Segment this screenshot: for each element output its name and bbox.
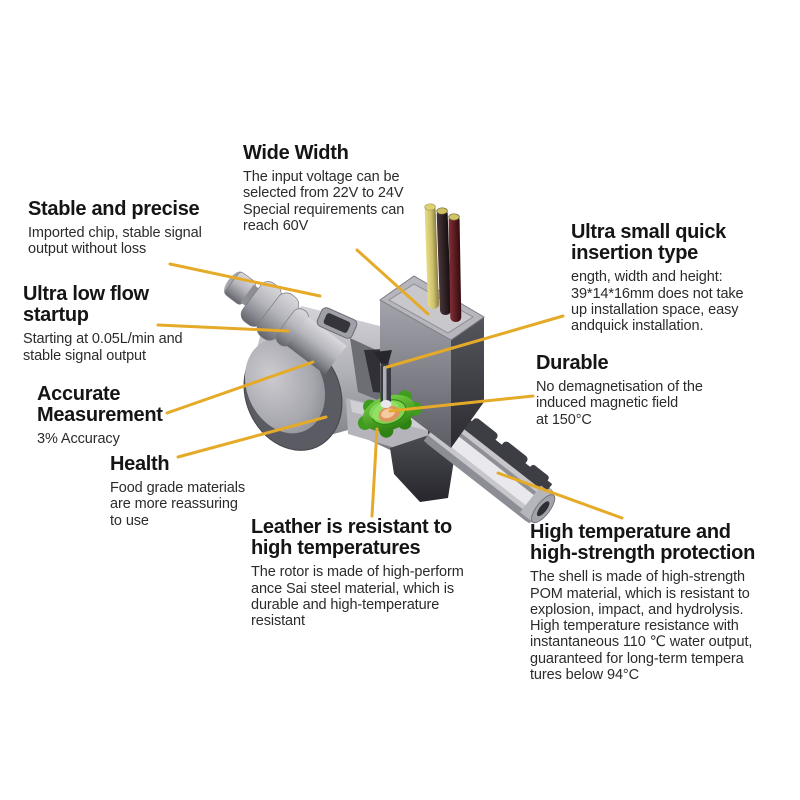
callout-line-wide: [355, 248, 430, 316]
callout-body: The rotor is made of high-perform ance S…: [251, 564, 464, 630]
callout-line-durable: [388, 394, 535, 413]
connector-box-side: [451, 317, 484, 448]
callout-durable: Durable No demagnetisation of the induce…: [536, 352, 703, 428]
callout-high-temperature-protection: High temperature and high-strength prote…: [530, 521, 755, 683]
callout-body: The input voltage can be selected from 2…: [243, 169, 405, 234]
yellow-wire: [424, 203, 439, 309]
callout-title: Durable: [536, 352, 609, 374]
callout-title: High temperature and high-strength prote…: [530, 521, 755, 565]
callout-line-leather: [370, 427, 379, 518]
callout-lines: [156, 248, 624, 520]
callout-line-ultra-small: [385, 314, 565, 369]
callout-stable-and-precise: Stable and precise Imported chip, stable…: [28, 198, 202, 258]
callout-leather-high-temperature: Leather is resistant to high temperature…: [251, 516, 464, 630]
left-barbed-fitting: [223, 271, 347, 375]
callout-body: Starting at 0.05L/min and stable signal …: [23, 331, 183, 364]
callout-health: Health Food grade materials are more rea…: [110, 453, 246, 529]
callout-line-high-temp: [496, 471, 624, 520]
body-flange-face: [244, 338, 326, 434]
right-barbed-fitting-cutaway: [423, 405, 556, 524]
callout-title: Health: [110, 453, 170, 475]
maroon-wire: [448, 213, 462, 322]
callout-body: Imported chip, stable signal output with…: [28, 225, 202, 258]
callout-title: Stable and precise: [28, 198, 200, 220]
callout-title: Wide Width: [243, 142, 349, 164]
callout-title: Ultra small quick insertion type: [571, 221, 726, 265]
callout-title: Ultra low flow startup: [23, 283, 149, 327]
callout-line-accurate: [165, 360, 315, 415]
callout-ultra-small-quick-insertion: Ultra small quick insertion type ength, …: [571, 221, 744, 335]
connector-box-front: [380, 300, 451, 448]
callout-body: No demagnetisation of the induced magnet…: [536, 379, 703, 428]
callout-title: Leather is resistant to high temperature…: [251, 516, 452, 560]
callout-accurate-measurement: Accurate Measurement 3% Accuracy: [37, 383, 163, 448]
callout-body: 3% Accuracy: [37, 431, 120, 448]
callout-body: ength, width and height: 39*14*16mm does…: [571, 269, 744, 335]
callout-ultra-low-flow-startup: Ultra low flow startup Starting at 0.05L…: [23, 283, 183, 364]
sensor-pin: [374, 350, 392, 408]
callout-line-ultra-low: [156, 323, 290, 333]
callout-title: Accurate Measurement: [37, 383, 163, 427]
callout-body: The shell is made of high-strength POM m…: [530, 569, 753, 683]
black-wire: [436, 207, 452, 315]
callout-body: Food grade materials are more reassuring…: [110, 480, 246, 529]
inspection-slot: [316, 307, 358, 339]
callout-wide-width: Wide Width The input voltage can be sele…: [243, 142, 405, 234]
callout-line-health: [176, 415, 328, 459]
callout-line-stable: [168, 262, 322, 298]
